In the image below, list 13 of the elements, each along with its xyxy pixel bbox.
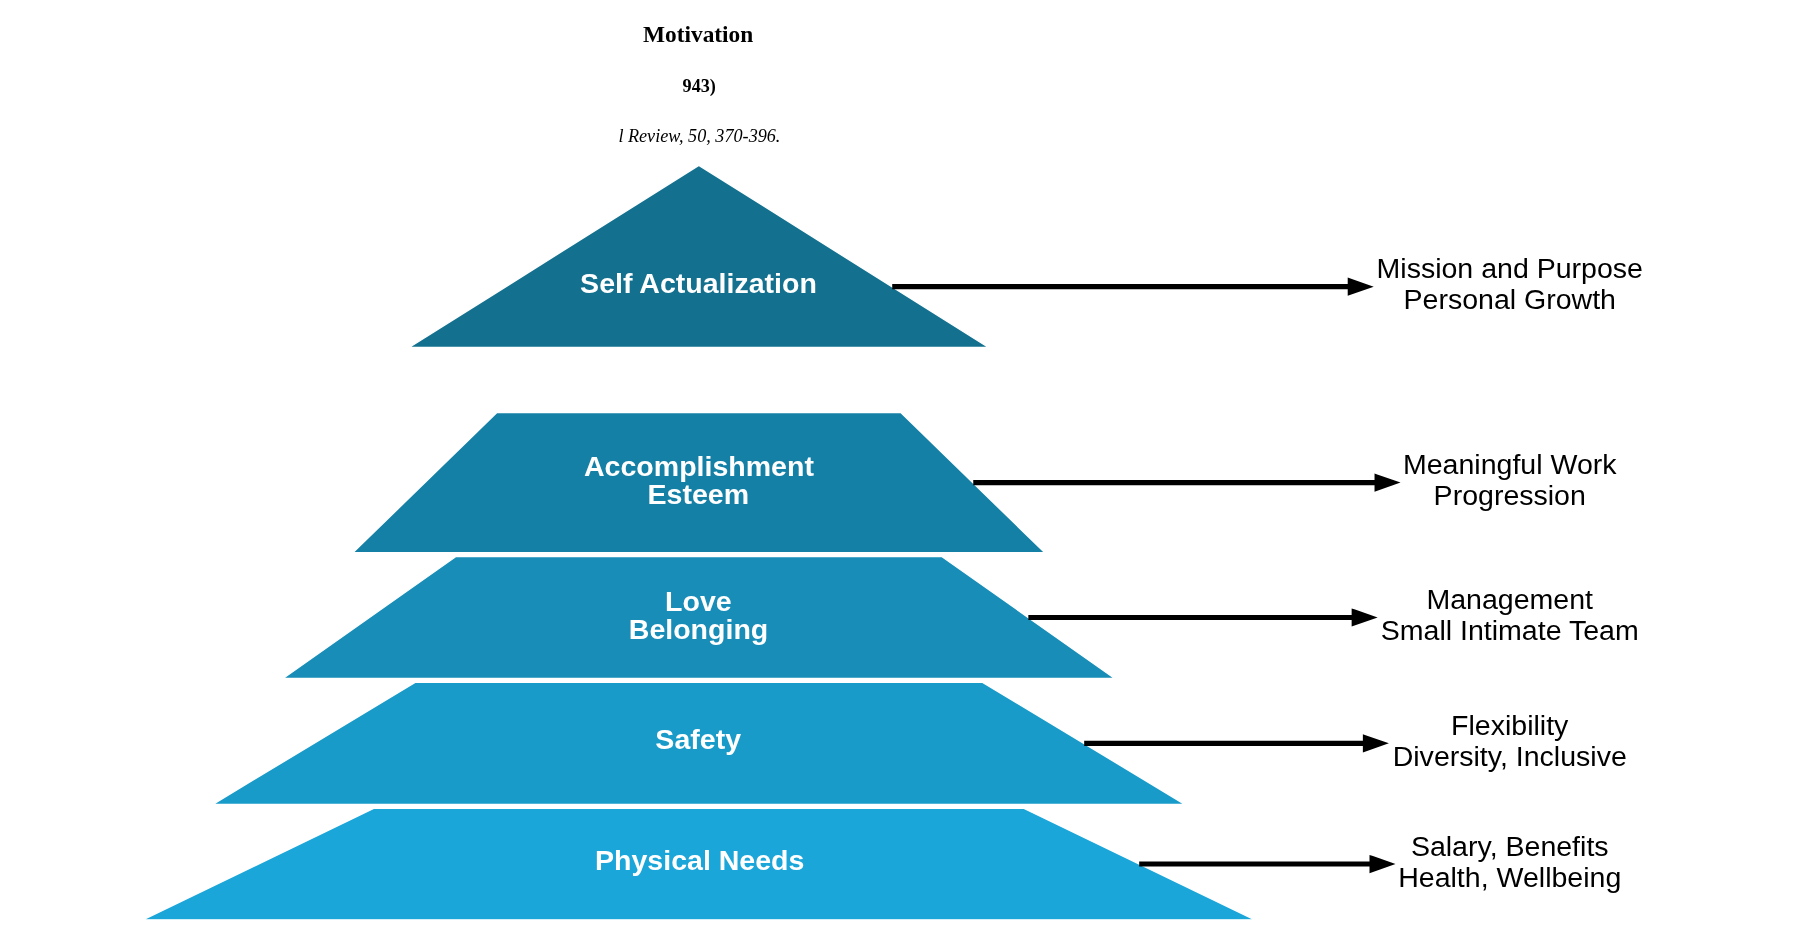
arrow bbox=[1138, 854, 1396, 873]
node-text: Management Small Intimate Team bbox=[1380, 582, 1639, 646]
node-text: Mission and Purpose Personal Growth bbox=[1376, 251, 1643, 315]
label: Motivation bbox=[642, 20, 753, 47]
arrow bbox=[1083, 733, 1389, 752]
label: l Review, 50, 370-396. bbox=[617, 125, 780, 146]
arrow bbox=[891, 277, 1374, 296]
arrow bbox=[972, 472, 1401, 492]
node-text: Salary, Benefits Health, Wellbeing bbox=[1397, 829, 1621, 893]
arrow bbox=[1027, 607, 1378, 627]
node-text: Meaningful Work Progression bbox=[1402, 447, 1617, 511]
node-text: Flexibility Diversity, Inclusive bbox=[1392, 708, 1627, 772]
label: 943) bbox=[682, 75, 716, 96]
